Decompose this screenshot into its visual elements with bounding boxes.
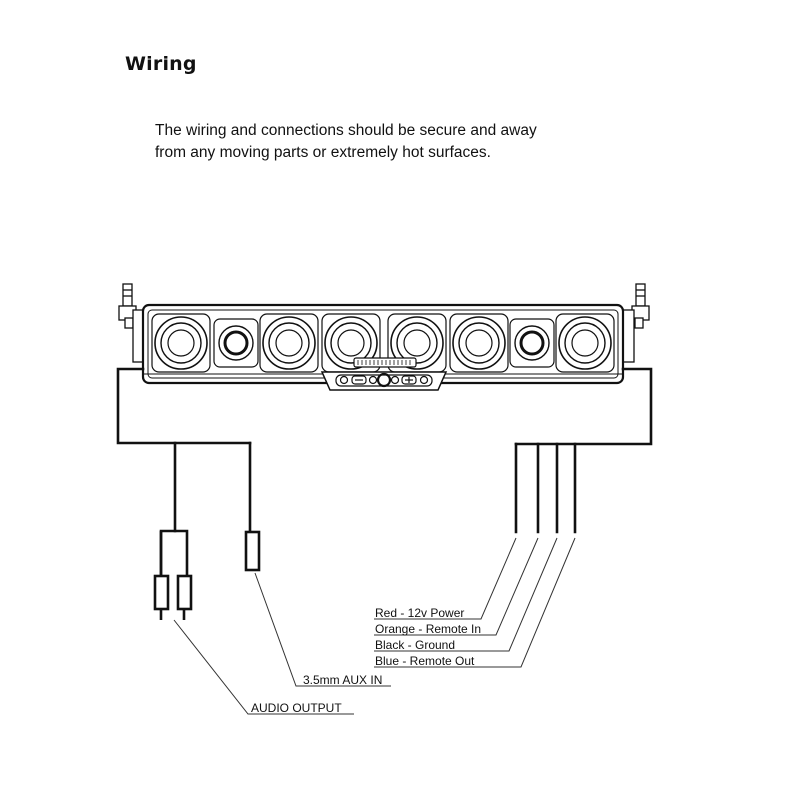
intro-text: The wiring and connections should be sec… — [155, 120, 635, 164]
section-title: Wiring — [125, 53, 197, 75]
label-black-wire: Black - Ground — [375, 638, 455, 652]
label-orange-wire: Orange - Remote In — [375, 622, 481, 636]
control-button-icon — [339, 375, 349, 385]
tweeter-2 — [509, 318, 555, 368]
intro-line-1: The wiring and connections should be sec… — [155, 122, 537, 139]
aux-plug — [244, 530, 261, 572]
label-audio-output: AUDIO OUTPUT — [251, 701, 342, 715]
label-red-wire: Red - 12v Power — [375, 606, 464, 620]
brand-badge — [353, 357, 417, 368]
rca-audio-connectors — [153, 529, 193, 620]
left-mount-bracket — [118, 283, 146, 363]
wiring-harness — [116, 367, 653, 534]
intro-line-2: from any moving parts or extremely hot s… — [155, 144, 491, 161]
label-blue-wire: Blue - Remote Out — [375, 654, 475, 668]
speaker-6 — [555, 313, 615, 373]
power-button-icon — [376, 372, 392, 388]
speaker-5 — [449, 313, 509, 373]
speaker-1 — [151, 313, 211, 373]
label-leaders — [173, 537, 576, 715]
right-mount-bracket — [621, 283, 650, 363]
soundbar — [118, 283, 650, 391]
speaker-2 — [259, 313, 319, 373]
label-aux-in: 3.5mm AUX IN — [303, 673, 382, 687]
tweeter-1 — [213, 318, 259, 368]
control-panel — [320, 371, 448, 391]
